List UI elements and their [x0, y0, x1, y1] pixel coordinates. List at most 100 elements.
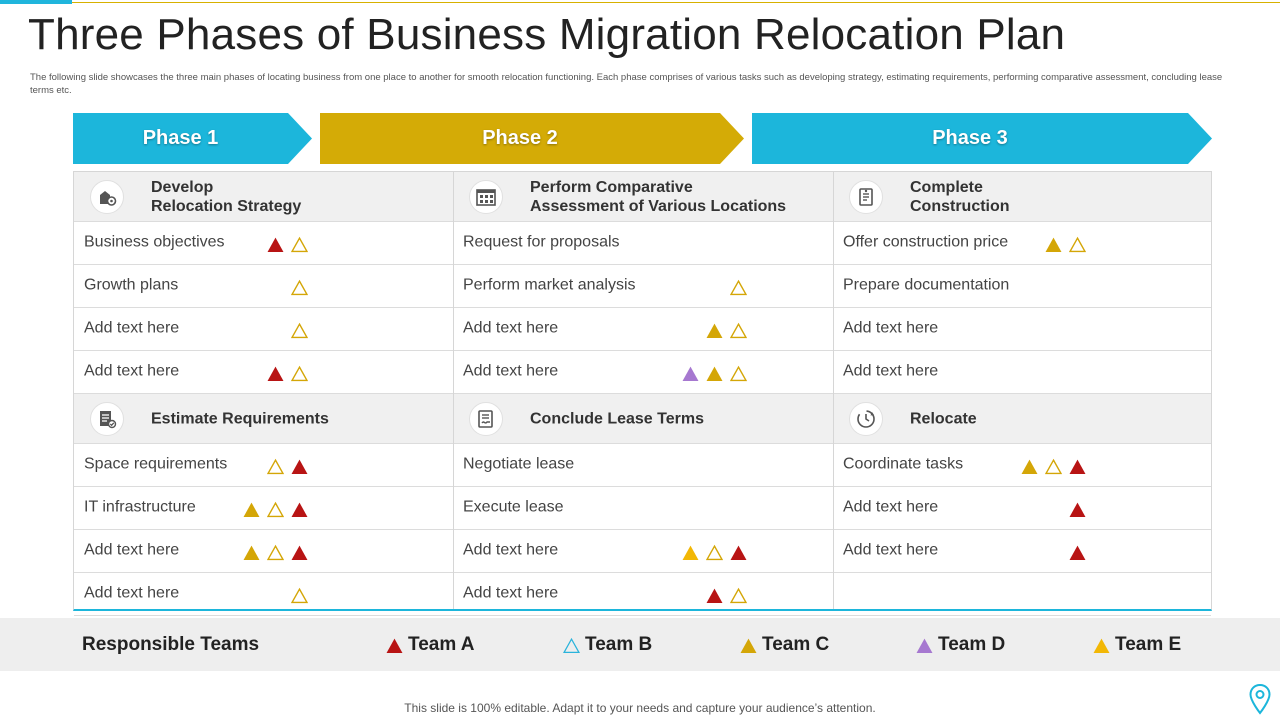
task-cell: Business objectives: [74, 222, 453, 264]
task-cell: [833, 573, 1211, 615]
top-accent-bar: [0, 0, 72, 4]
team-c-triangle-icon: [706, 323, 723, 338]
column-divider: [833, 172, 834, 609]
section-icon-badge: [849, 179, 883, 214]
team-b-triangle-icon: [730, 587, 747, 604]
section-header-cell: Complete Construction: [833, 172, 1211, 221]
task-label: Add text here: [843, 541, 939, 559]
task-label: Offer construction price: [843, 233, 1009, 251]
team-c-triangle-icon: [706, 366, 723, 381]
phase-2-label: Phase 2: [482, 127, 558, 149]
legend-team-name: Team B: [585, 634, 653, 655]
phase-1-label: Phase 1: [142, 127, 219, 149]
task-cell: Prepare documentation: [833, 265, 1211, 307]
legend-team-e: Team E: [1093, 634, 1181, 656]
lower-header-row: Estimate Requirements Conclude Lease Term…: [74, 394, 1211, 444]
team-b-triangle-icon: [267, 544, 284, 561]
team-a-triangle-icon: [291, 545, 308, 560]
task-label: Prepare documentation: [843, 276, 1010, 294]
task-cell: Add text here: [453, 308, 833, 350]
slide-title: Three Phases of Business Migration Reloc…: [28, 10, 1066, 59]
team-b-triangle-icon: [291, 236, 308, 253]
team-a-triangle-icon: [1069, 545, 1086, 560]
task-cell: Add text here: [833, 487, 1211, 529]
task-label: Add text here: [463, 584, 559, 602]
team-b-triangle-icon: [291, 587, 308, 604]
task-cell: Add text here: [833, 351, 1211, 393]
team-b-triangle-icon: [730, 365, 747, 382]
task-cell: Add text here: [453, 573, 833, 615]
team-e-triangle-icon: [682, 545, 699, 560]
team-b-triangle-icon: [706, 544, 723, 561]
section-header-cell: Estimate Requirements: [74, 394, 453, 443]
task-label: Negotiate lease: [463, 455, 575, 473]
section-icon-badge: [469, 401, 503, 436]
team-a-triangle-icon: [706, 588, 723, 603]
task-cell: Coordinate tasks: [833, 444, 1211, 486]
task-label: Add text here: [84, 362, 180, 380]
team-c-triangle-icon: [243, 545, 260, 560]
task-label: Add text here: [843, 498, 939, 516]
section-header-cell: Perform Comparative Assessment of Variou…: [453, 172, 833, 221]
section-header-cell: Conclude Lease Terms: [453, 394, 833, 443]
team-a-triangle-icon: [291, 459, 308, 474]
team-b-triangle-icon: [267, 501, 284, 518]
location-pin-icon: [1249, 684, 1271, 715]
team-b-triangle-icon: [730, 279, 747, 296]
table-row: Add text here Add text here Add text here: [74, 351, 1211, 394]
legend-team-b: Team B: [563, 634, 652, 656]
task-cell: Request for proposals: [453, 222, 833, 264]
table-row: Add text here Add text here Add text here: [74, 530, 1211, 573]
table-row: Add text here Add text here: [74, 573, 1211, 616]
team-b-triangle-icon: [1045, 458, 1062, 475]
section-title: Conclude Lease Terms: [530, 410, 704, 427]
team-c-triangle-icon: [740, 638, 757, 653]
building-compare-icon: [476, 188, 496, 206]
task-cell: Add text here: [833, 308, 1211, 350]
table-row: Business objectives Request for proposals…: [74, 222, 1211, 265]
task-grid: Develop Relocation Strategy Perform Compa…: [73, 171, 1212, 616]
task-label: Business objectives: [84, 233, 225, 251]
legend-team-a: Team A: [386, 634, 475, 656]
team-e-triangle-icon: [1093, 638, 1110, 653]
task-label: Add text here: [843, 319, 939, 337]
team-b-triangle-icon: [291, 365, 308, 382]
team-d-triangle-icon: [916, 638, 933, 653]
task-cell: Add text here: [74, 351, 453, 393]
team-b-triangle-icon: [291, 322, 308, 339]
task-label: Add text here: [843, 362, 939, 380]
legend-team-name: Team E: [1115, 634, 1182, 655]
phase-3-label: Phase 3: [932, 127, 1008, 149]
team-c-triangle-icon: [243, 502, 260, 517]
section-title: Complete Construction: [910, 178, 1010, 215]
team-a-triangle-icon: [386, 638, 403, 653]
task-cell: Offer construction price: [833, 222, 1211, 264]
team-a-triangle-icon: [730, 545, 747, 560]
task-label: Request for proposals: [463, 233, 620, 251]
task-label: Add text here: [463, 362, 559, 380]
section-header-cell: Relocate: [833, 394, 1211, 443]
team-a-triangle-icon: [1069, 459, 1086, 474]
lease-contract-icon: [478, 409, 493, 428]
section-header-cell: Develop Relocation Strategy: [74, 172, 453, 221]
team-c-triangle-icon: [1045, 237, 1062, 252]
task-label: Execute lease: [463, 498, 564, 516]
task-label: IT infrastructure: [84, 498, 196, 516]
team-b-triangle-icon: [1069, 236, 1086, 253]
construction-document-icon: [859, 187, 873, 206]
task-cell: Execute lease: [453, 487, 833, 529]
team-d-triangle-icon: [682, 366, 699, 381]
section-title: Perform Comparative Assessment of Variou…: [530, 178, 787, 215]
task-cell: Negotiate lease: [453, 444, 833, 486]
team-b-triangle-icon: [730, 322, 747, 339]
legend-team-name: Team C: [762, 634, 830, 655]
task-cell: Add text here: [453, 530, 833, 572]
task-label: Add text here: [84, 584, 180, 602]
task-cell: Add text here: [74, 308, 453, 350]
table-row: IT infrastructure Execute lease Add text h…: [74, 487, 1211, 530]
task-cell: Add text here: [453, 351, 833, 393]
legend-team-name: Team D: [938, 634, 1006, 655]
task-label: Add text here: [84, 541, 180, 559]
